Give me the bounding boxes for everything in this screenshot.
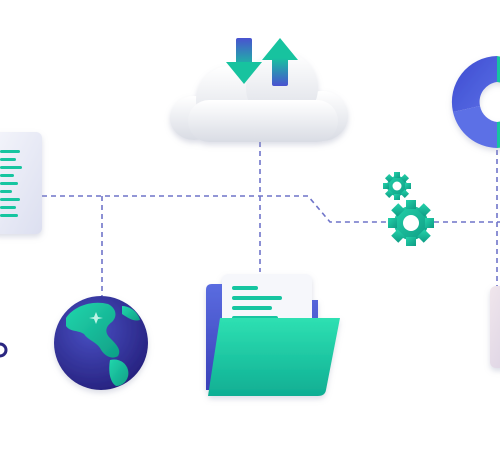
partial-edge-icon [0,342,8,358]
device-icon [490,286,500,368]
folder-icon [206,274,340,396]
download-arrow-icon [226,38,262,84]
upload-arrow-icon [262,38,298,86]
donut-chart-icon [451,56,500,148]
cloud-icon [170,52,348,142]
globe-icon [54,296,148,390]
connector-lines [42,142,500,296]
gears-icon [383,172,434,246]
connector-document-to-gears [42,195,388,223]
document-icon [0,132,42,234]
